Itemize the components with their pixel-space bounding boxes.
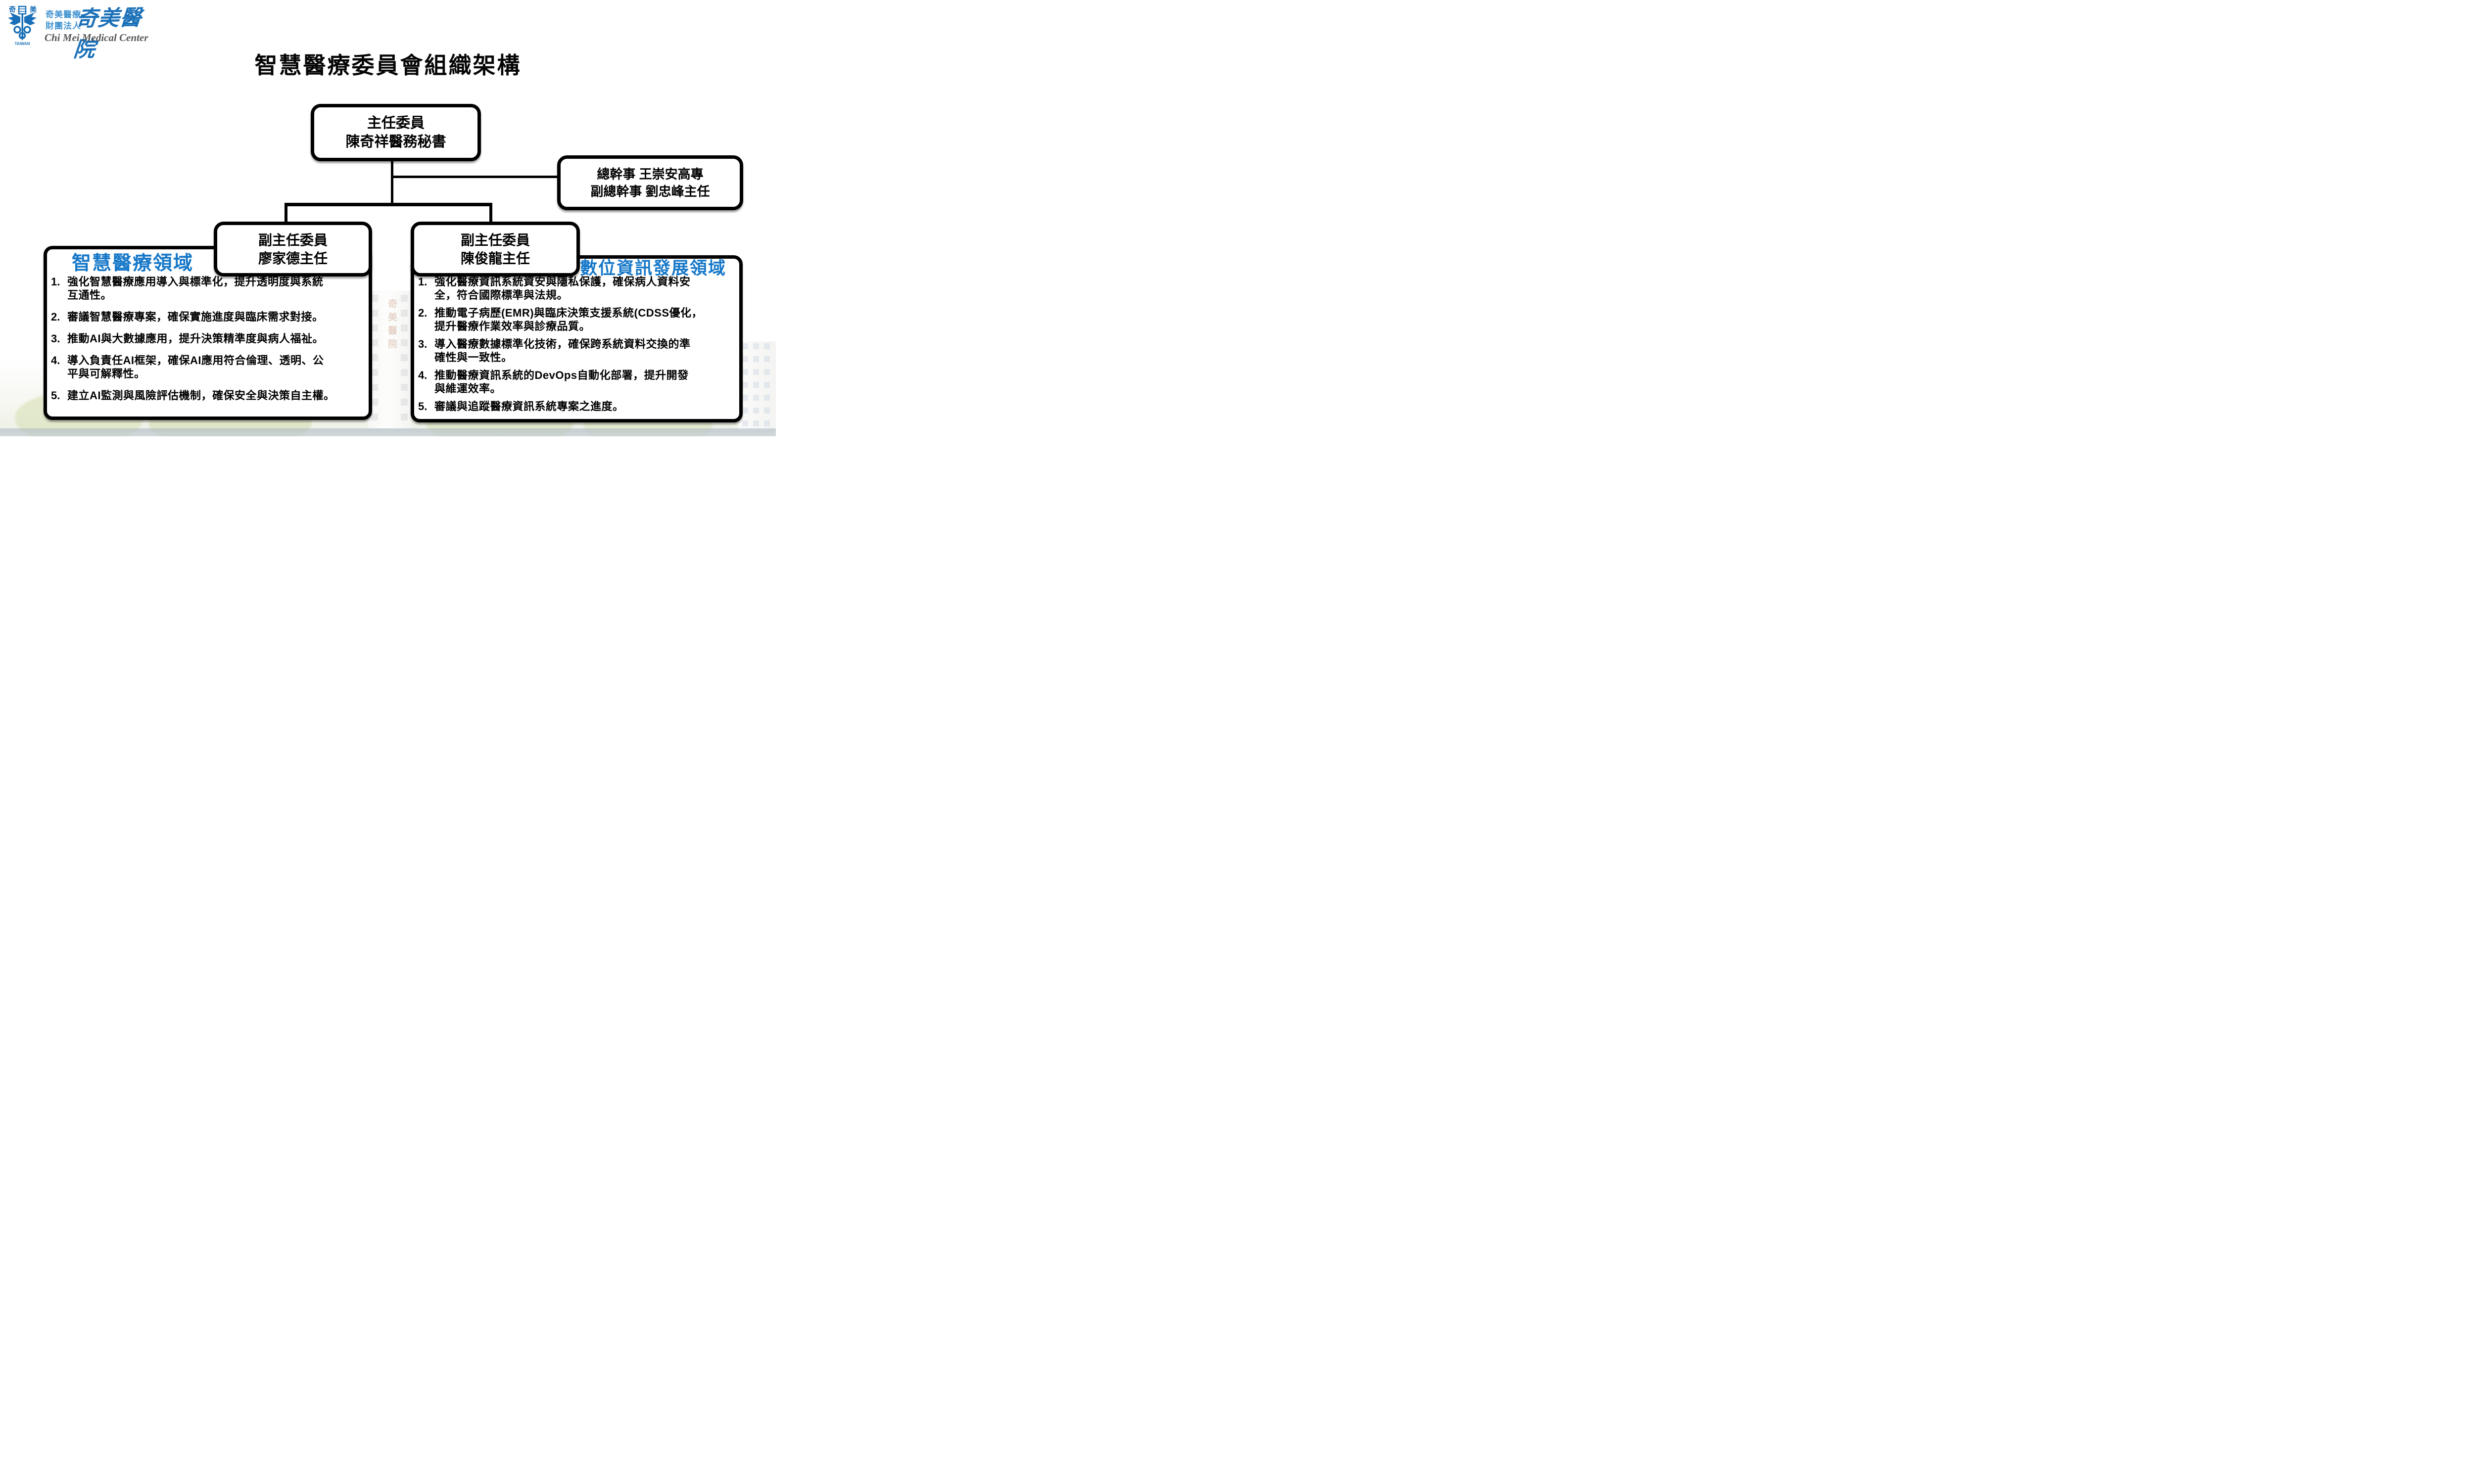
item-number: 1. — [51, 276, 60, 288]
vice-right-name: 陳俊龍主任 — [460, 250, 530, 266]
item-number: 4. — [51, 354, 60, 367]
emblem-char-left: 奇 — [9, 5, 16, 13]
secretary-line1: 總幹事 王崇安高專 — [597, 166, 704, 182]
logo-org-name: 奇美醫療財團法人 — [46, 9, 81, 32]
chairman-title: 主任委員 — [367, 115, 425, 131]
item-text: 推動電子病歷(EMR)與臨床決策支援系統(CDSS優化， 提升醫療作業效率與診療… — [434, 307, 703, 332]
caduceus-icon: 奇 美 TAIWAN — [8, 5, 37, 46]
logo-english-name: Chi Mei Medical Center — [45, 32, 148, 44]
emblem-char-right: 美 — [30, 5, 37, 13]
item-text: 推動醫療資訊系統的DevOps自動化部署，提升開發 與維運效率。 — [434, 369, 689, 395]
item-number: 3. — [418, 338, 428, 350]
smart-medical-list: 1. 強化智慧醫療應用導入與標準化，提升透明度與系統 互通性。 2. 審議智慧醫療專… — [51, 275, 360, 402]
connector-drop-left — [285, 204, 287, 225]
item-text: 審議智慧醫療專案，確保實施進度與臨床需求對接。 — [67, 311, 324, 323]
item-text: 導入醫療數據標準化技術，確保跨系統資料交換的準 確性與一致性。 — [434, 338, 691, 364]
connector-chairman-down — [391, 153, 393, 206]
vice-left-title: 副主任委員 — [258, 232, 328, 248]
connector-to-secretary — [392, 176, 558, 178]
connector-branch-bar — [285, 203, 492, 206]
logo-org-line2: 財團法人 — [46, 21, 81, 31]
connector-drop-right — [489, 204, 492, 225]
taiwan-label: TAIWAN — [15, 42, 30, 46]
list-item: 2. 推動電子病歷(EMR)與臨床決策支援系統(CDSS優化， 提升醫療作業效率與… — [418, 306, 732, 333]
item-number: 5. — [418, 400, 428, 413]
logo-org-line1: 奇美醫療 — [46, 10, 81, 19]
vice-left-name: 廖家德主任 — [258, 250, 328, 266]
building-windows — [742, 343, 748, 428]
item-text: 導入負責任AI框架，確保AI應用符合倫理、透明、公 平與可解釋性。 — [67, 354, 324, 380]
digital-info-heading: 數位資訊發展領域 — [580, 259, 727, 278]
building-windows — [753, 343, 759, 428]
item-number: 2. — [51, 311, 60, 323]
item-text: 審議與追蹤醫療資訊系統專案之進度。 — [434, 400, 624, 413]
item-text: 推動AI與大數據應用，提升決策精準度與病人福祉。 — [67, 332, 324, 345]
list-item: 5. 審議與追蹤醫療資訊系統專案之進度。 — [418, 400, 732, 413]
bottom-edge-band — [0, 428, 776, 436]
list-item: 4. 推動醫療資訊系統的DevOps自動化部署，提升開發 與維運效率。 — [418, 369, 732, 395]
vice-chairman-right-box: 副主任委員 陳俊龍主任 — [411, 222, 580, 277]
list-item: 3. 導入醫療數據標準化技術，確保跨系統資料交換的準 確性與一致性。 — [418, 337, 732, 364]
item-number: 2. — [418, 307, 428, 319]
digital-info-list: 1. 強化醫療資訊系統資安與隱私保護，確保病人資料安 全，符合國際標準與法規。 2… — [418, 275, 732, 413]
digital-info-panel — [411, 255, 743, 422]
item-text: 建立AI監測與風險評估機制，確保安全與決策自主權。 — [67, 389, 335, 402]
page-title: 智慧醫療委員會組織架構 — [254, 52, 522, 78]
hospital-building-watermark-right — [738, 341, 776, 430]
vice-right-title: 副主任委員 — [460, 232, 530, 248]
chimei-logo: 奇 美 TAIWAN 奇美醫療財團法人 奇美醫院 Chi Mei Medical… — [6, 3, 154, 62]
list-item: 5. 建立AI監測與風險評估機制，確保安全與決策自主權。 — [51, 389, 360, 402]
hospital-building-watermark: 奇美醫院 — [368, 291, 411, 428]
list-item: 1. 強化醫療資訊系統資安與隱私保護，確保病人資料安 全，符合國際標準與法規。 — [418, 275, 732, 302]
item-text: 強化智慧醫療應用導入與標準化，提升透明度與系統 互通性。 — [67, 276, 324, 301]
list-item: 1. 強化智慧醫療應用導入與標準化，提升透明度與系統 互通性。 — [51, 275, 360, 302]
secretary-box: 總幹事 王崇安高專 副總幹事 劉忠峰主任 — [557, 155, 743, 210]
list-item: 2. 審議智慧醫療專案，確保實施進度與臨床需求對接。 — [51, 310, 360, 324]
chairman-name: 陳奇祥醫務秘書 — [345, 134, 446, 150]
list-item: 3. 推動AI與大數據應用，提升決策精準度與病人福祉。 — [51, 332, 360, 345]
list-item: 4. 導入負責任AI框架，確保AI應用符合倫理、透明、公 平與可解釋性。 — [51, 354, 360, 380]
slide-canvas: 奇美醫院 奇 美 TAIWAN 奇美醫療財團法人 奇美醫院 Chi Mei Me… — [0, 0, 776, 436]
building-sign-text: 奇美醫院 — [386, 299, 397, 352]
building-windows — [764, 343, 770, 428]
item-text: 強化醫療資訊系統資安與隱私保護，確保病人資料安 全，符合國際標準與法規。 — [434, 276, 691, 301]
item-number: 4. — [418, 369, 428, 381]
smart-medical-heading: 智慧醫療領域 — [72, 253, 194, 274]
building-windows — [401, 295, 408, 425]
item-number: 3. — [51, 332, 60, 345]
vice-chairman-left-box: 副主任委員 廖家德主任 — [214, 222, 372, 277]
item-number: 1. — [418, 276, 428, 288]
chairman-box: 主任委員 陳奇祥醫務秘書 — [311, 104, 481, 161]
building-windows — [371, 295, 378, 425]
secretary-line2: 副總幹事 劉忠峰主任 — [590, 184, 710, 199]
item-number: 5. — [51, 389, 60, 402]
